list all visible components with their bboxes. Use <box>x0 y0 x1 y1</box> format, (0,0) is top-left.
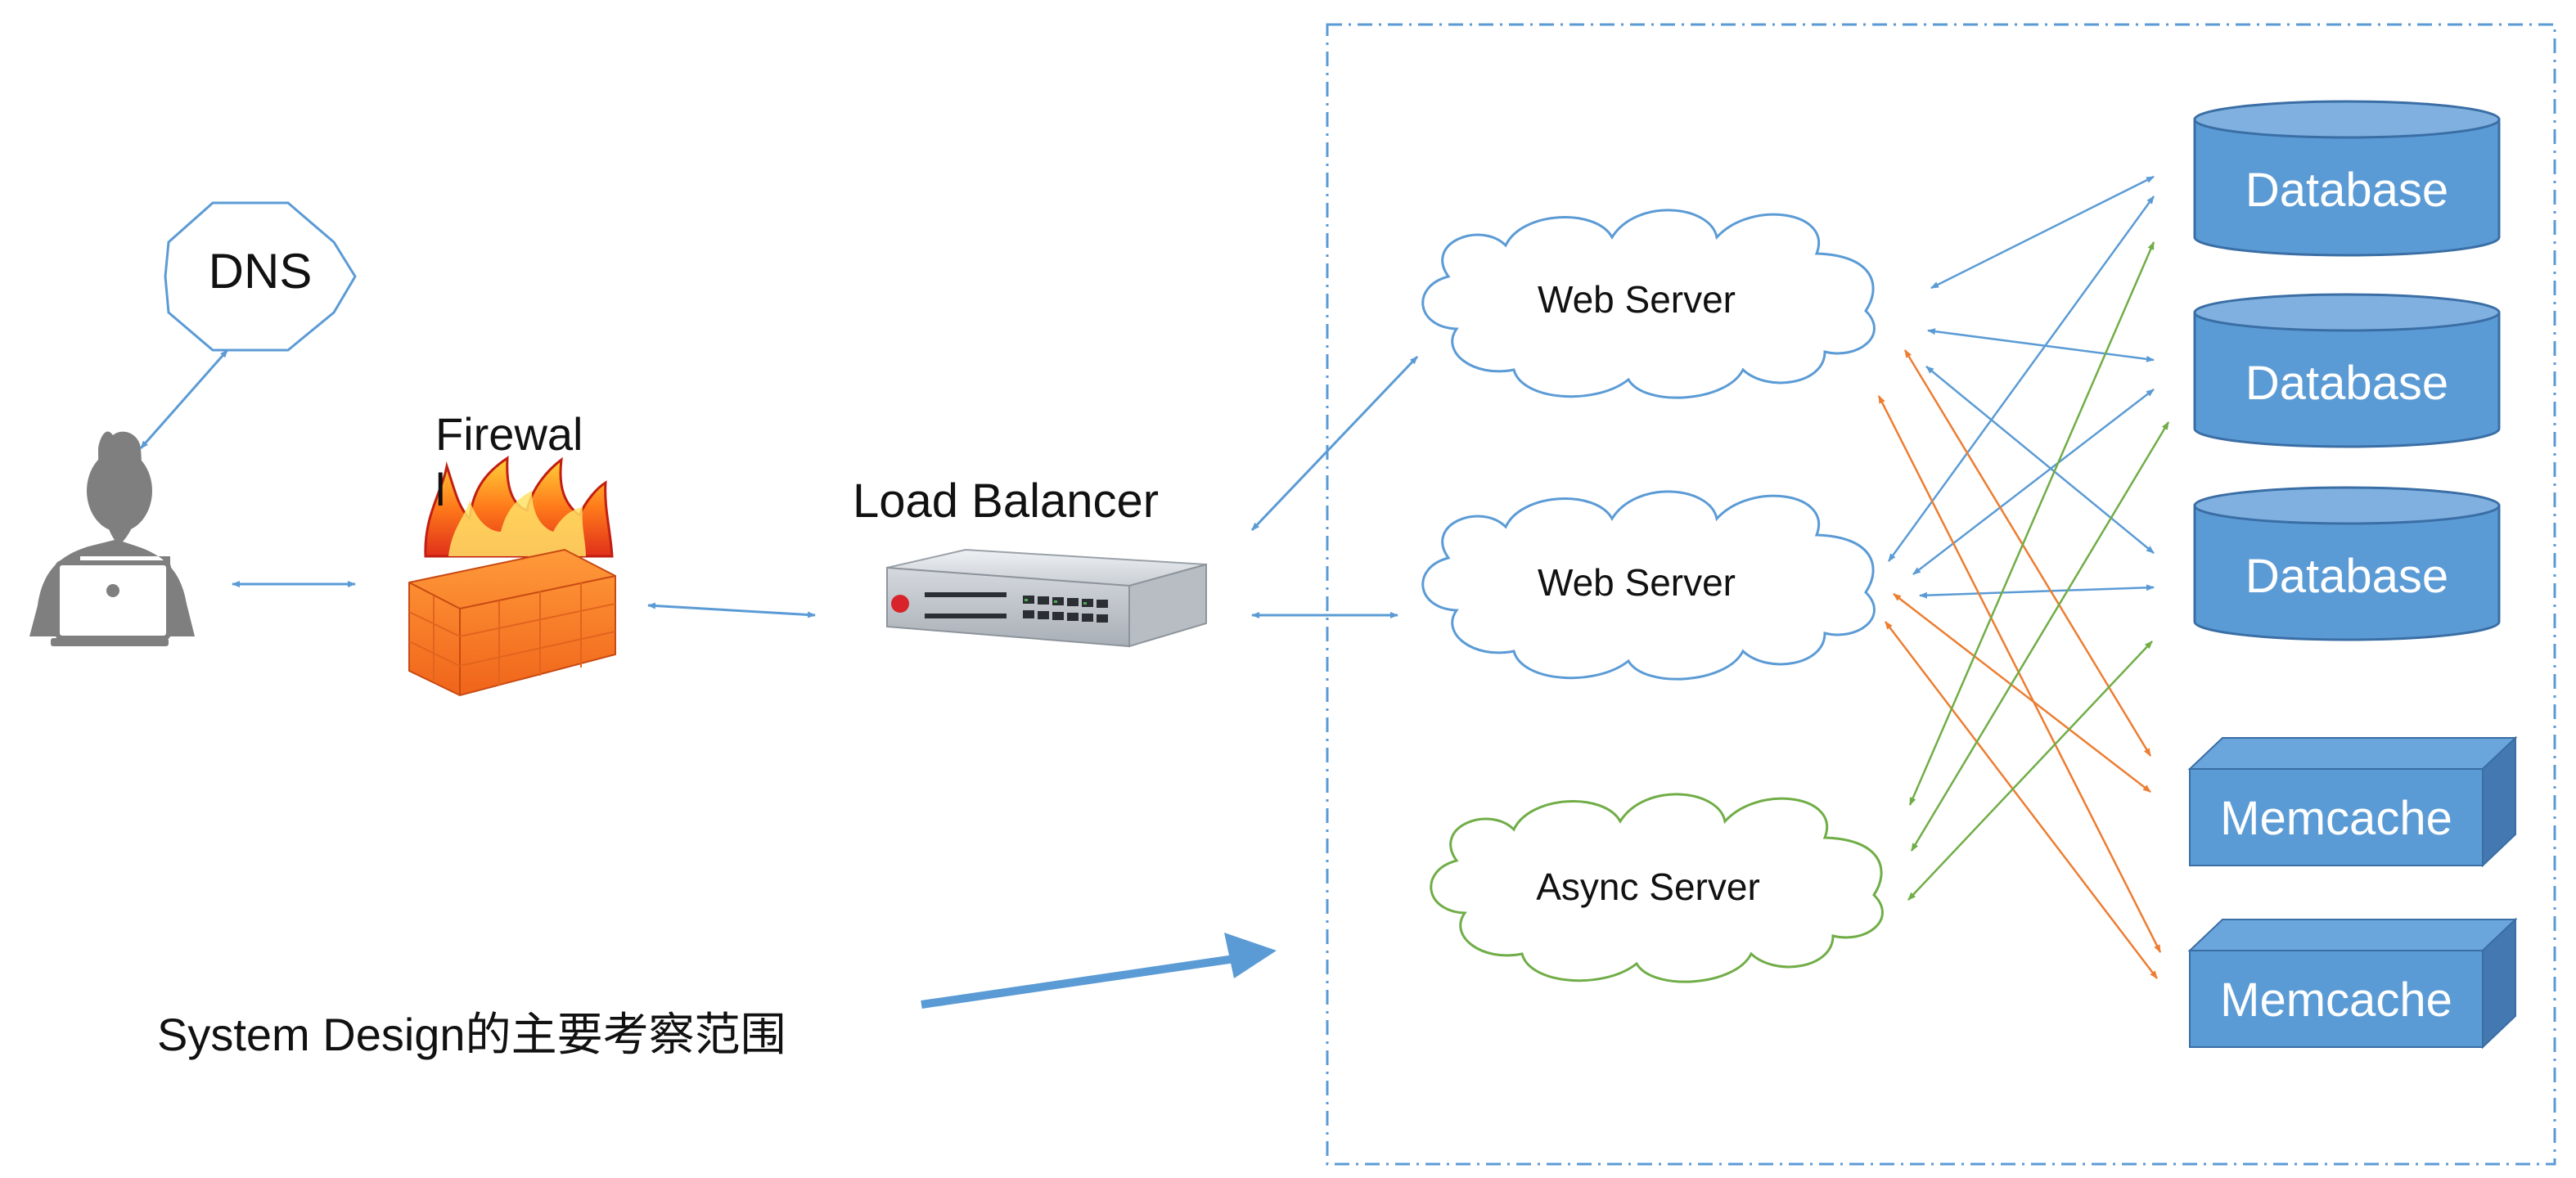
caption-text: System Design的主要考察范围 <box>157 1009 786 1060</box>
async-server-cloud: Async Server <box>1430 793 1884 983</box>
memcache-1-box: Memcache <box>2187 735 2518 868</box>
dns-node: DNS <box>164 201 357 352</box>
async-server-label: Async Server <box>1536 866 1760 908</box>
dns-user-arrow <box>139 349 229 449</box>
firewall-lb-arrow <box>647 602 816 618</box>
person-laptop-icon <box>29 431 195 646</box>
firewall-label-wrap: l <box>435 464 445 515</box>
firewall-label: Firewal <box>435 408 583 460</box>
connectors-web1 <box>1925 175 2155 554</box>
network-switch-icon <box>886 548 1207 648</box>
database-1-cylinder: Database <box>2193 100 2501 257</box>
connectors-memcache <box>1877 349 2162 979</box>
database-3-label: Database <box>2245 550 2448 603</box>
database-3-cylinder: Database <box>2193 486 2501 641</box>
web-server-1-label: Web Server <box>1538 278 1736 321</box>
system-design-scope-boundary <box>1326 23 2556 1166</box>
brick-wall <box>408 548 616 697</box>
caption-arrow <box>921 933 1277 1009</box>
database-1-label: Database <box>2245 164 2448 217</box>
dns-label: DNS <box>209 244 313 299</box>
memcache-2-label: Memcache <box>2220 973 2452 1027</box>
memcache-1-label: Memcache <box>2220 792 2452 845</box>
load-balancer-label: Load Balancer <box>853 474 1159 528</box>
connectors-async <box>1907 241 2170 901</box>
firewall-icon <box>408 456 616 697</box>
web-server-2-cloud: Web Server <box>1421 490 1876 681</box>
lb-webserver1-arrow <box>1250 355 1419 532</box>
memcache-2-box: Memcache <box>2187 917 2518 1050</box>
database-2-label: Database <box>2245 357 2448 410</box>
web-server-1-cloud: Web Server <box>1421 209 1876 399</box>
web-server-2-label: Web Server <box>1538 561 1736 604</box>
connectors-web2 <box>1887 196 2155 599</box>
connectors-left <box>139 349 1419 618</box>
database-2-cylinder: Database <box>2193 293 2501 448</box>
